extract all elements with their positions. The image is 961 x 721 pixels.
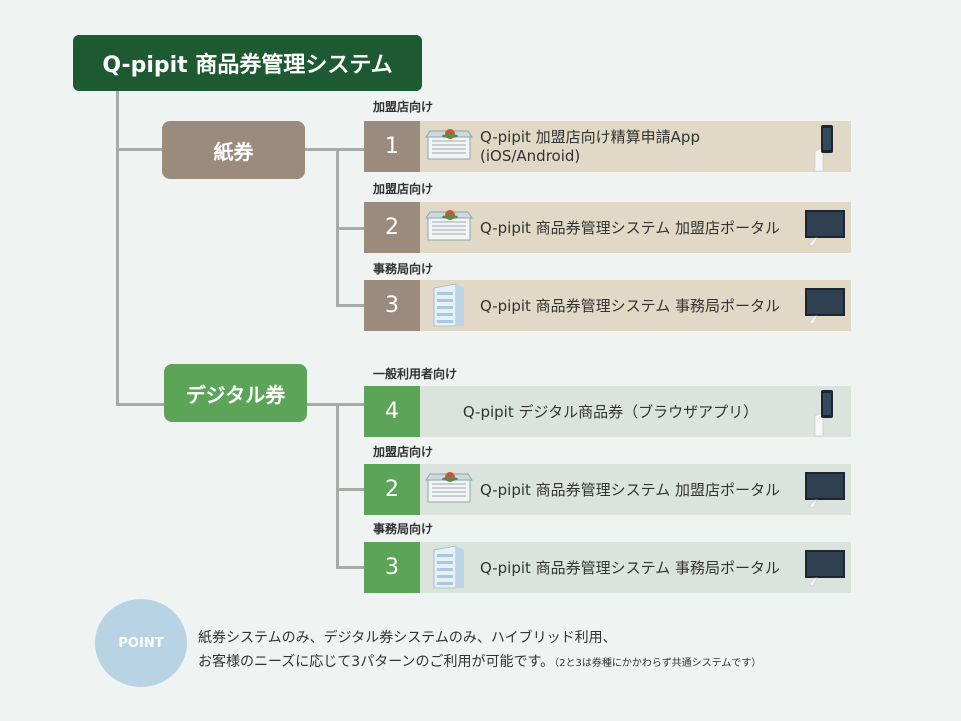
smartphone-icon bbox=[801, 121, 851, 172]
paper-tick-1 bbox=[336, 148, 364, 151]
monitor-icon bbox=[801, 542, 851, 593]
monitor-icon bbox=[801, 464, 851, 515]
digital-row-1: 4 Q-pipit デジタル商品券（ブラウザアプリ） bbox=[364, 386, 851, 437]
audience-label: 一般利用者向け bbox=[373, 367, 458, 381]
audience-label: 加盟店向け bbox=[373, 182, 434, 196]
digital-vertical bbox=[336, 403, 339, 568]
smartphone-icon bbox=[801, 386, 851, 437]
building-icon bbox=[420, 542, 480, 593]
row-number: 2 bbox=[364, 464, 420, 515]
audience-label: 事務局向け bbox=[373, 522, 434, 536]
row-label: Q-pipit 加盟店向け精算申請App (iOS/Android) bbox=[480, 121, 801, 172]
branch-digital-line bbox=[116, 403, 164, 406]
digital-tick-1 bbox=[336, 403, 364, 406]
audience-label: 事務局向け bbox=[373, 262, 434, 276]
row-label: Q-pipit 商品券管理システム 加盟店ポータル bbox=[480, 219, 780, 237]
paper-tick-2 bbox=[336, 227, 364, 230]
row-number: 4 bbox=[364, 386, 420, 437]
shop-icon bbox=[420, 202, 480, 253]
monitor-icon bbox=[801, 202, 851, 253]
branch-paper-line bbox=[116, 148, 162, 151]
monitor-icon bbox=[801, 280, 851, 331]
paper-row-2: 2 Q-pipit 商品券管理システム 加盟店ポータル bbox=[364, 202, 851, 253]
digital-tick-3 bbox=[336, 566, 364, 569]
paper-tick-3 bbox=[336, 304, 364, 307]
row-label: Q-pipit 商品券管理システム 加盟店ポータル bbox=[480, 481, 780, 499]
audience-label: 加盟店向け bbox=[373, 445, 434, 459]
row-label-line1: Q-pipit 加盟店向け精算申請App bbox=[480, 127, 700, 146]
point-badge: POINT bbox=[95, 599, 187, 687]
point-line-2-text: お客様のニーズに応じて3パターンのご利用が可能です。 bbox=[198, 654, 555, 670]
row-label-line2: (iOS/Android) bbox=[480, 146, 581, 165]
row-label: Q-pipit 商品券管理システム 事務局ポータル bbox=[480, 297, 780, 315]
row-number: 3 bbox=[364, 542, 420, 593]
audience-label: 加盟店向け bbox=[373, 100, 434, 114]
trunk-line bbox=[116, 91, 119, 405]
paper-row-1: 1 Q-pipit 加盟店向け精算申請App (iOS/Android) bbox=[364, 121, 851, 172]
point-text: 紙券システムのみ、デジタル券システムのみ、ハイブリッド利用、 お客様のニーズに応… bbox=[198, 626, 761, 676]
paper-row-3: 3 Q-pipit 商品券管理システム 事務局ポータル bbox=[364, 280, 851, 331]
category-digital: デジタル券 bbox=[164, 364, 307, 422]
digital-row-2: 2 Q-pipit 商品券管理システム 加盟店ポータル bbox=[364, 464, 851, 515]
paper-connector bbox=[305, 148, 337, 151]
building-icon bbox=[420, 280, 480, 331]
point-note: （2と3は券種にかかわらず共通システムです） bbox=[554, 658, 762, 669]
system-title: Q-pipit 商品券管理システム bbox=[73, 35, 422, 91]
digital-connector bbox=[305, 403, 337, 406]
row-label: Q-pipit デジタル商品券（ブラウザアプリ） bbox=[462, 403, 759, 421]
point-line-2: お客様のニーズに応じて3パターンのご利用が可能です。（2と3は券種にかかわらず共… bbox=[198, 650, 761, 676]
digital-row-3: 3 Q-pipit 商品券管理システム 事務局ポータル bbox=[364, 542, 851, 593]
row-number: 2 bbox=[364, 202, 420, 253]
digital-tick-2 bbox=[336, 488, 364, 491]
row-number: 3 bbox=[364, 280, 420, 331]
category-paper: 紙券 bbox=[162, 121, 305, 179]
point-line-1: 紙券システムのみ、デジタル券システムのみ、ハイブリッド利用、 bbox=[198, 630, 617, 646]
shop-icon bbox=[420, 464, 480, 515]
paper-vertical bbox=[336, 148, 339, 305]
row-number: 1 bbox=[364, 121, 420, 172]
row-label: Q-pipit 商品券管理システム 事務局ポータル bbox=[480, 559, 780, 577]
shop-icon bbox=[420, 121, 480, 172]
